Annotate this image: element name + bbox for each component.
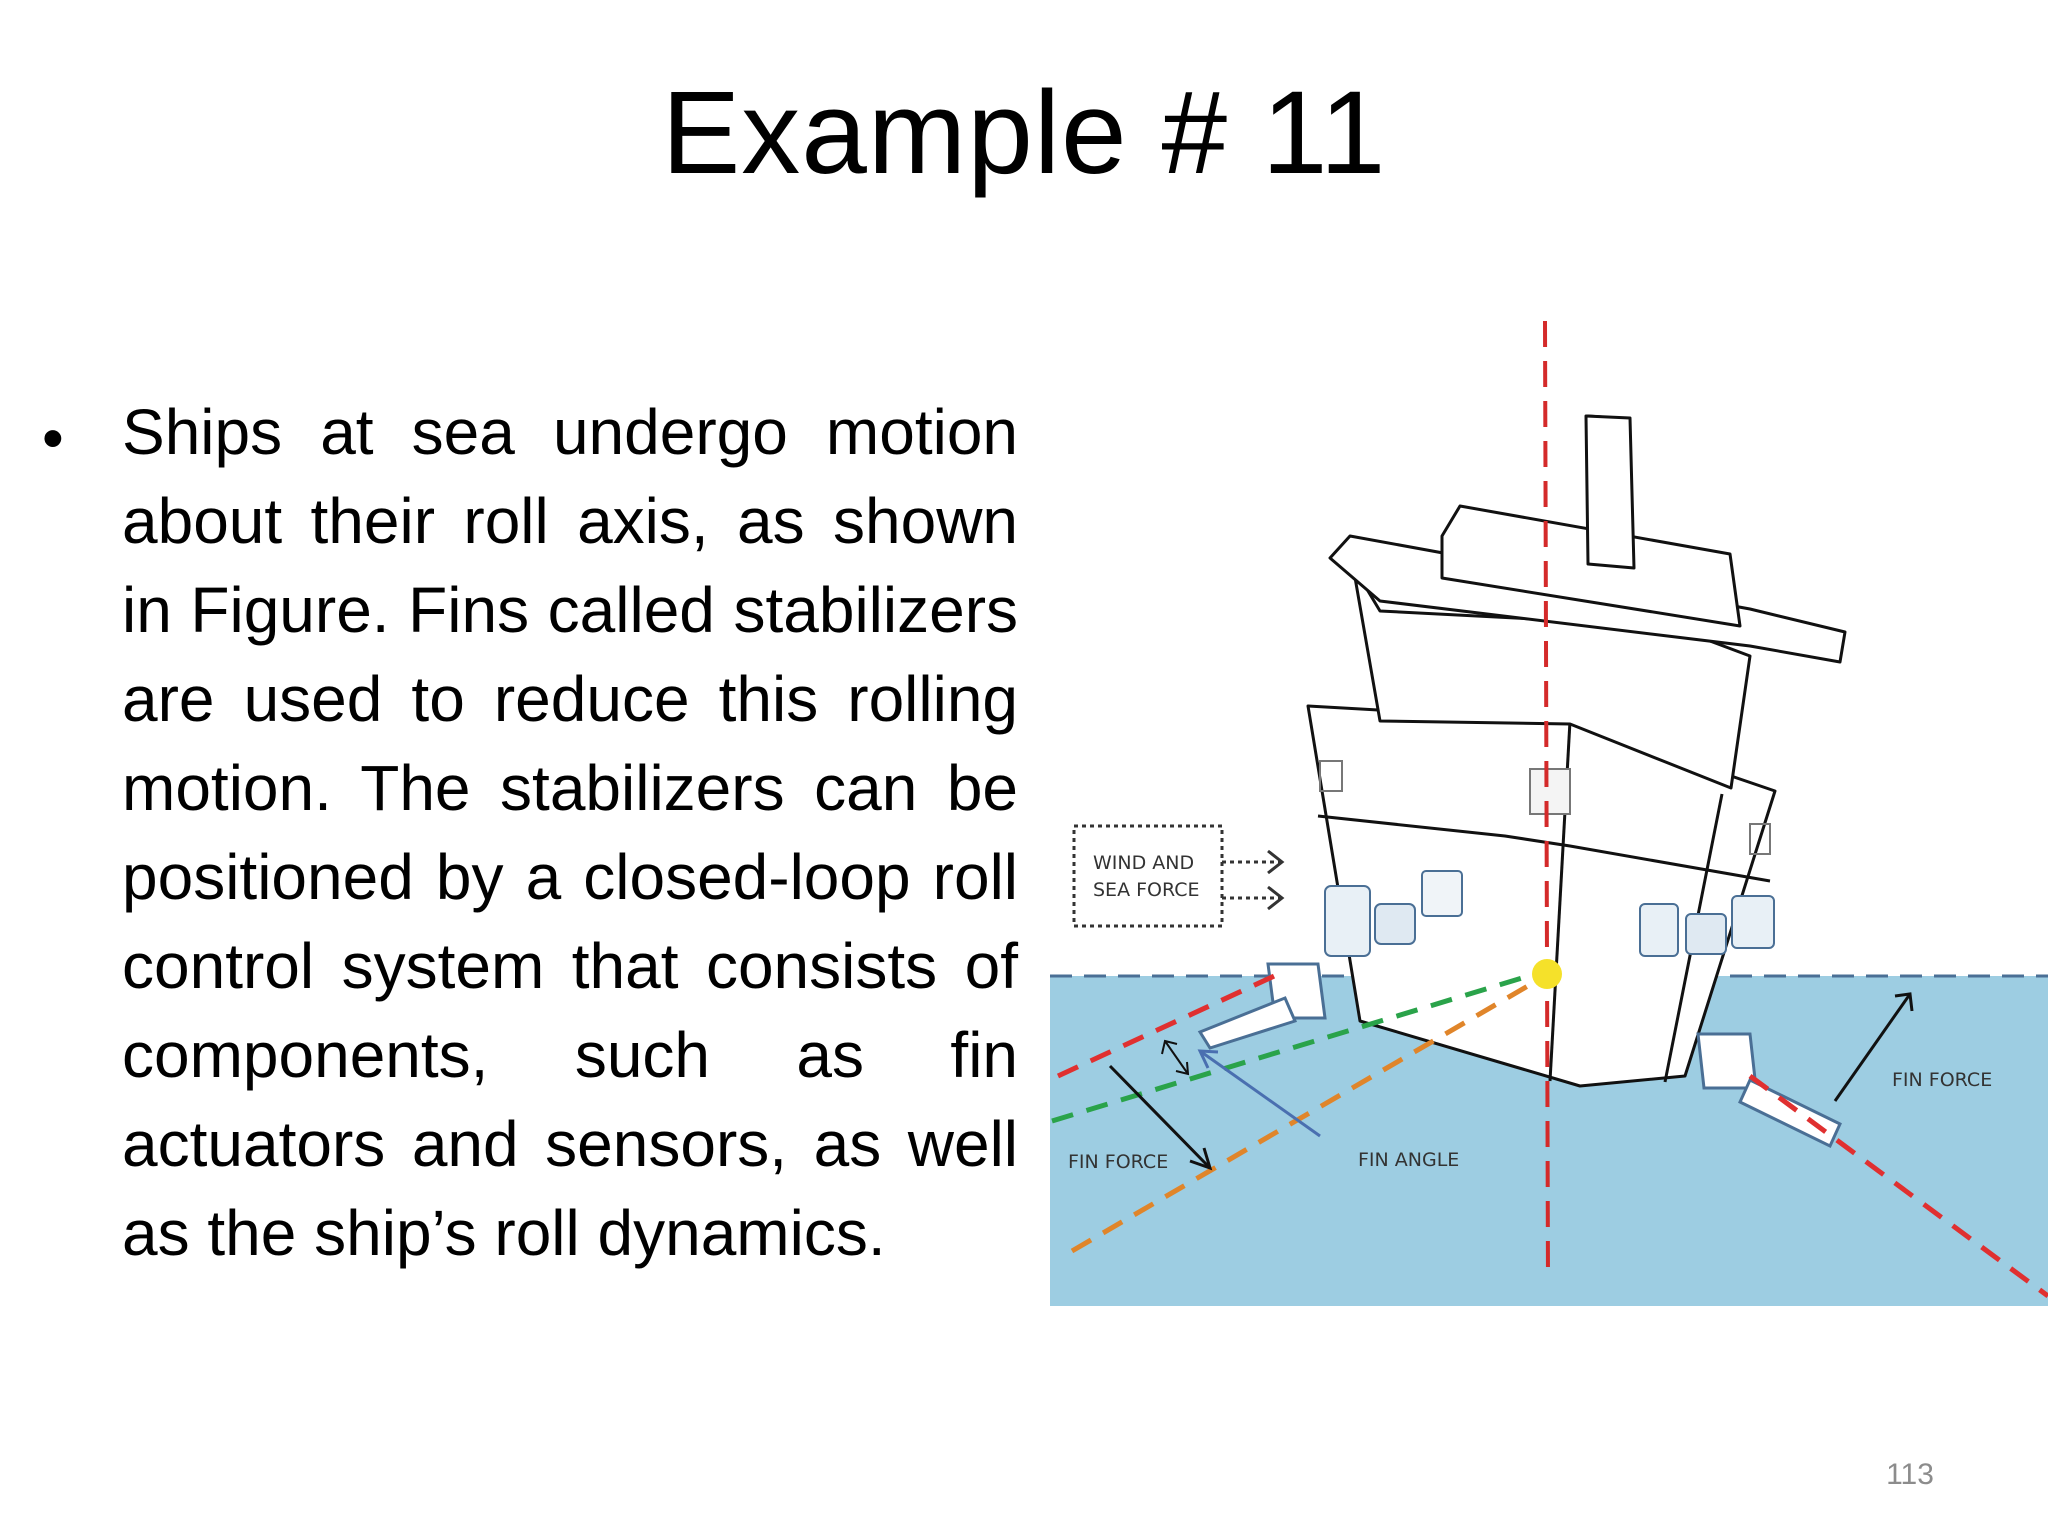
- vertical-axis-line: [1543, 320, 1550, 1282]
- fin-reference-line-left: [1056, 968, 1287, 1079]
- ship-equipment: [1319, 760, 1775, 957]
- fin-right: [1696, 1032, 1842, 1149]
- fin-left: [1197, 962, 1327, 1050]
- fin-force-arrow-left: [1108, 1064, 1213, 1171]
- bullet-dot-icon: •: [42, 404, 64, 473]
- fin-reference-line-right: [1748, 1073, 2048, 1299]
- wind-sea-force-box: WIND AND SEA FORCE: [1072, 824, 1224, 928]
- green-angle-line: [1051, 968, 1546, 1124]
- fin-force-label-right: FIN FORCE: [1892, 1069, 1992, 1091]
- ship-superstructure: [1328, 414, 1847, 790]
- wind-label-line2: SEA FORCE: [1093, 879, 1200, 901]
- bullet-text: Ships at sea undergo motion about their …: [122, 396, 1018, 1269]
- fin-angle-indicator: [1161, 1039, 1190, 1076]
- orange-angle-line: [1070, 973, 1547, 1254]
- roll-center-dot: [1532, 959, 1562, 989]
- ship-roll-figure: WIND AND SEA FORCE FIN FORCE FIN ANGLE F…: [1050, 320, 2048, 1306]
- page-number: 113: [1886, 1458, 1934, 1491]
- fin-force-label-left: FIN FORCE: [1068, 1151, 1168, 1173]
- wind-label-line1: WIND AND: [1093, 852, 1194, 874]
- fin-angle-arrow: [1197, 1049, 1321, 1138]
- fin-angle-label: FIN ANGLE: [1358, 1149, 1459, 1171]
- wind-arrows: [1222, 849, 1285, 911]
- fin-force-arrow-right: [1833, 992, 1914, 1102]
- slide-title: Example # 11: [661, 67, 1387, 199]
